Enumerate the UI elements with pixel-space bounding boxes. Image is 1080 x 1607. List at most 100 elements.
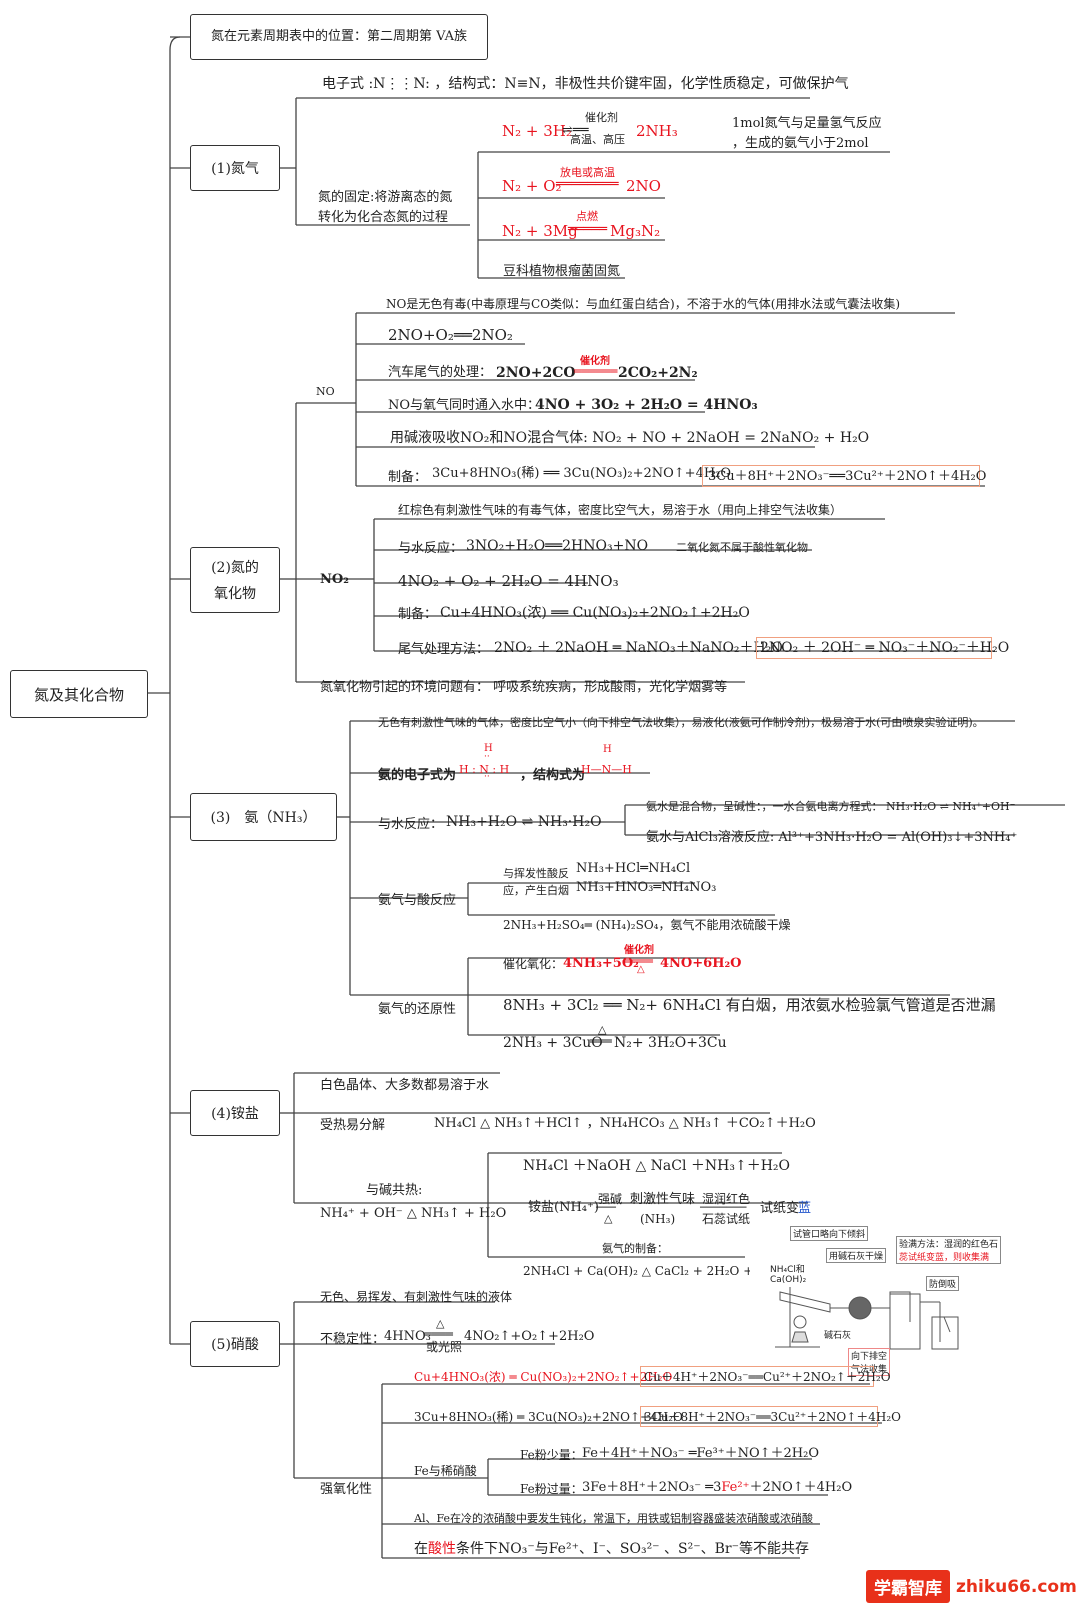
no2-eq3-label: 制备：	[398, 607, 438, 622]
nh3-alcl3: 氨水与AlCl₃溶液反应: Al³⁺+3NH₃·H₂O = Al(OH)₃↓+3…	[646, 830, 1018, 845]
no2-eq4-ion-box	[756, 637, 992, 659]
nh3-elec-label: 氨的电子式为	[378, 768, 457, 783]
no2-eq4-ion: 2NO₂ ＋ 2OH⁻ ═ NO₃⁻＋NO₂⁻＋H₂O	[760, 640, 1010, 656]
apparatus-label-2: 用碱石灰干燥	[826, 1248, 887, 1263]
hno3-desc: 无色、易挥发、有刺激性气味的液体	[320, 1290, 513, 1304]
n2-fixation-1: 氮的固定:将游离态的氮	[318, 190, 453, 205]
prep-label: 氨气的制备：	[602, 1242, 668, 1255]
r1-top: 催化剂	[585, 111, 618, 124]
nh3-acid-note-2: 应，产生白烟	[503, 884, 569, 897]
detect-salt: 铵盐(NH₄⁺)	[528, 1200, 599, 1215]
oxides-title-2: 氧化物	[214, 586, 256, 602]
r2-rhs: 2NO	[626, 177, 661, 195]
r1-bottom: 高温、高压	[570, 133, 625, 146]
nh3-title: (3) 氨（NH₃）	[210, 810, 317, 826]
r1-note-1: 1mol氮气与足量氢气反应	[732, 116, 882, 131]
n2-electronic: 电子式 :N⋮⋮N: ，结构式：N≡N，非极性共价键牢固，化学性质稳定，可做保护…	[322, 76, 849, 92]
detect-bot1: △	[604, 1212, 613, 1225]
hno3-c1: Cu+4HNO₃(浓) ═ Cu(NO₃)₂+2NO₂↑+2H₂O	[414, 1370, 673, 1384]
hno3-passivation: Al、Fe在冷的浓硝酸中要发生钝化，常温下，用铁或铝制容器盛装浓硝酸或浓硝酸	[414, 1512, 813, 1525]
nh3-elec-dots-bottom: ··	[484, 772, 490, 782]
hno3-fe1-label: Fe粉少量：	[520, 1448, 583, 1462]
no2-desc: 红棕色有刺激性气味的有毒气体，密度比空气大，易溶于水（用向上排空气法收集）	[398, 503, 843, 517]
no-eq4: 用碱液吸收NO₂和NO混合气体: NO₂ + NO + 2NaOH = 2NaN…	[390, 430, 870, 446]
root-node: 氮及其化合物	[10, 670, 148, 718]
no-eq1: 2NO+O₂══2NO₂	[388, 326, 513, 344]
n2-title: (1)氮气	[211, 161, 259, 177]
nh3-acid3: 2NH₃+H₂SO₄═ (NH₄)₂SO₄，氨气不能用浓硫酸干燥	[503, 918, 791, 932]
salt-heat: NH₄Cl △ NH₃↑＋HCl↑ ，NH₄HCO₃ △ NH₃↑ ＋CO₂↑＋…	[434, 1116, 816, 1131]
nh3-elec-dots-top: ··	[484, 752, 490, 762]
r1-lhs: N₂ + 3H₂	[502, 122, 572, 140]
hno3-fe2-label: Fe粉过量：	[520, 1482, 583, 1496]
nh3-acid2: NH₃+HNO₃═NH₄NO₃	[576, 880, 717, 895]
apparatus-label-5: 碱石灰	[824, 1331, 852, 1341]
hno3-unstable-lhs: 4HNO₃	[384, 1329, 431, 1344]
nh3-ox-bottom: △	[637, 964, 645, 975]
no2-eq1: 3NO₂+H₂O══2HNO₃+NO	[466, 538, 649, 554]
hno3-unstable-arrow: ════	[424, 1327, 453, 1341]
nh3-desc: 无色有刺激性气味的气体，密度比空气小（向下排空气法收集），易液化(液氨可作制冷剂…	[378, 716, 984, 729]
no-eq3: 4NO + 3O₂ + 2H₂O = 4HNO₃	[535, 397, 758, 413]
no-eq2-rhs: 2CO₂+2N₂	[618, 365, 698, 381]
no-eq2-lhs: 2NO+2CO	[496, 365, 576, 381]
watermark-url[interactable]: zhiku66.com	[956, 1576, 1077, 1597]
hno3-fe2: 3Fe＋8H⁺＋2NO₃⁻ ═3Fe²⁺＋2NO↑＋4H₂O	[582, 1480, 853, 1495]
nh3-elec: H : N : H	[459, 763, 510, 776]
detect-arrow2: ───────	[700, 1201, 747, 1214]
r2-arrow: ════════	[556, 177, 619, 192]
no-eq5-label: 制备：	[388, 470, 428, 485]
hno3-unstable-label: 不稳定性：	[320, 1332, 386, 1347]
nh3-cuo-rhs: N₂+ 3H₂O+3Cu	[614, 1035, 727, 1051]
r1-note-2: ，生成的氨气小于2mol	[732, 136, 869, 151]
r2-top: 放电或高温	[560, 166, 615, 179]
nh3-struct-h: H	[603, 744, 612, 755]
hno3-unstable-top: △	[436, 1317, 445, 1330]
hno3-coexist: 在酸性条件下NO₃⁻与Fe²⁺、I⁻、SO₃²⁻ 、S²⁻、Br⁻等不能共存	[414, 1541, 809, 1557]
no2-title: NO₂	[320, 572, 349, 587]
nh3-cl2: 8NH₃ + 3Cl₂ ══ N₂+ 6NH₄Cl 有白烟，用浓氨水检验氯气管道…	[503, 996, 996, 1014]
hno3-title: (5)硝酸	[211, 1337, 259, 1353]
nh3-reduce-label: 氨气的还原性	[378, 1002, 457, 1017]
salt-node: (4)铵盐	[190, 1090, 280, 1136]
no2-eq1-note: 二氧化氮不属于酸性氧化物	[676, 541, 808, 554]
hno3-ox-label: 强氧化性	[320, 1482, 373, 1497]
r3-top: 点燃	[576, 210, 598, 223]
r3-lhs: N₂ + 3Mg	[502, 222, 578, 240]
no-desc: NO是无色有毒(中毒原理与CO类似：与血红蛋白结合)，不溶于水的气体(用排水法或…	[386, 297, 901, 311]
detect-mid: 刺激性气味	[630, 1192, 696, 1207]
hno3-unstable-rhs: 4NO₂↑+O₂↑+2H₂O	[464, 1329, 595, 1344]
no-eq5-ion: 3Cu＋8H⁺＋2NO₃⁻══3Cu²⁺＋2NO↑＋4H₂O	[708, 469, 987, 484]
apparatus-drawing	[775, 1287, 959, 1350]
nh3-acid1: NH₃+HCl═NH₄Cl	[576, 861, 691, 876]
nh3-water: NH₃+H₂O ⇌ NH₃·H₂O	[446, 814, 602, 830]
no2-eq3: Cu+4HNO₃(浓) ══ Cu(NO₃)₂+2NO₂↑+2H₂O	[440, 605, 750, 621]
hno3-node: (5)硝酸	[190, 1321, 280, 1367]
apparatus-label-1: 试管口略向下倾斜	[790, 1226, 869, 1241]
detect-arrow1: ───	[596, 1201, 616, 1214]
position-node: 氮在元素周期表中的位置：第二周期第 VA族	[190, 14, 488, 60]
detect-top2: 湿润红色	[702, 1192, 751, 1206]
n2-bean: 豆科植物根瘤菌固氮	[503, 264, 621, 279]
nh3-ox-top: 催化剂	[624, 945, 654, 956]
detect-end: 试纸变	[760, 1201, 800, 1216]
nh3-struct: H—N—H	[581, 763, 632, 776]
no-eq2-label: 汽车尾气的处理：	[388, 365, 493, 380]
position-label: 氮在元素周期表中的位置：第二周期第 VA族	[210, 29, 468, 45]
hno3-fe-label: Fe与稀硝酸	[414, 1464, 477, 1478]
no2-eq4-label: 尾气处理方法：	[398, 642, 490, 657]
salt-heat-label: 受热易分解	[320, 1118, 386, 1133]
detect-blue: 蓝	[798, 1201, 812, 1216]
nh3-water-note: 氨水是混合物，呈碱性：，一水合氨电离方程式： NH₃·H₂O ⇌ NH₄⁺+OH…	[646, 800, 1016, 813]
hno3-c1-ion-box	[640, 1366, 874, 1387]
nh3-node: (3) 氨（NH₃）	[190, 793, 337, 841]
detect-top1: 强碱	[598, 1192, 623, 1206]
nh3-struct-label: ，结构式为	[520, 768, 586, 783]
nh3-cuo-lhs: 2NH₃ + 3CuO	[503, 1035, 603, 1051]
hno3-c2-ion-box	[640, 1406, 878, 1427]
watermark[interactable]: 学霸智库 zhiku66.com	[866, 1566, 1080, 1607]
nh3-ox-rhs: 4NO+6H₂O	[660, 956, 742, 971]
r3-rhs: Mg₃N₂	[610, 222, 661, 240]
no-eq2-top: 催化剂	[580, 356, 610, 367]
